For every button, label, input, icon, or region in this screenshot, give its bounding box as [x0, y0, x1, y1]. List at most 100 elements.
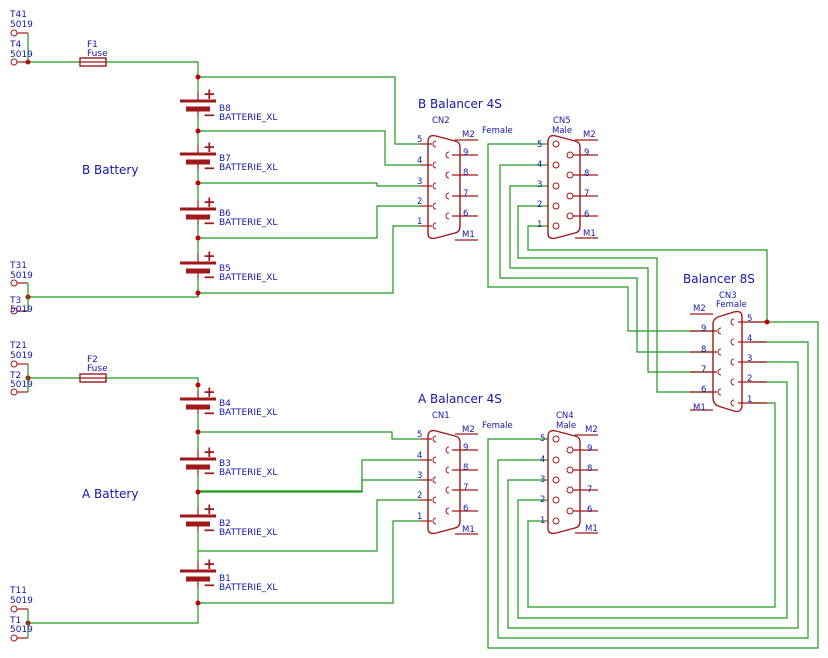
terminal-t31-value: 5019	[10, 271, 33, 281]
pin-label: M1	[462, 230, 475, 240]
battery-b7: + − B7 BATTERIE_XL	[180, 138, 277, 177]
battery-b1-value: BATTERIE_XL	[219, 583, 277, 593]
pin-label: M1	[585, 524, 598, 534]
pin-label: 7	[584, 189, 589, 199]
pin-label: M2	[693, 304, 706, 314]
connector-cn2: 5 4 3 2 1 9 8 7 6 M2 M1 CN2 Female	[417, 116, 513, 241]
pin-label: 7	[701, 365, 706, 375]
junction-dot	[195, 489, 201, 495]
battery-b3: + − B3 BATTERIE_XL	[180, 443, 277, 482]
pin-label: 5	[417, 430, 422, 440]
terminal-t11-ref: T11	[9, 586, 27, 596]
connector-cn4-value: Male	[556, 421, 576, 431]
pin-label: 8	[587, 464, 592, 474]
pin-label: 2	[747, 374, 752, 384]
connector-cn3-value: Female	[716, 300, 747, 310]
terminal-t4-value: 5019	[10, 50, 33, 60]
b-balancer-title: B Balancer 4S	[418, 97, 502, 111]
pin-label: 8	[584, 169, 589, 179]
pin-label: 8	[463, 463, 468, 473]
connector-cn5-ref: CN5	[553, 116, 571, 126]
pin-label: 1	[417, 217, 422, 227]
battery-b2-ref: B2	[219, 519, 231, 529]
terminal-t21-value: 5019	[10, 351, 33, 361]
terminal-t41-pad	[10, 29, 18, 37]
terminal-t21-pad	[10, 360, 18, 368]
pin-label: M1	[462, 525, 475, 535]
pin-label: M2	[583, 130, 596, 140]
battery-plus-sign: +	[203, 247, 216, 265]
battery-b2: + − B2 BATTERIE_XL	[180, 500, 277, 539]
fuse-f1: F1 Fuse	[79, 40, 108, 67]
fuse-f1-value: Fuse	[87, 49, 108, 59]
pin-label: 5	[540, 434, 545, 444]
battery-minus-sign: −	[203, 576, 216, 594]
pin-label: 9	[584, 148, 589, 158]
pin-label: 6	[701, 385, 706, 395]
junction-dot	[195, 74, 201, 80]
battery-b4: + − B4 BATTERIE_XL	[180, 383, 277, 422]
battery-b5-value: BATTERIE_XL	[219, 273, 277, 283]
pin-label: 1	[540, 516, 545, 526]
pin-label: 6	[463, 504, 468, 514]
pin-label: 5	[537, 140, 542, 150]
terminal-t1-pad	[10, 634, 18, 642]
connector-cn3: 9 8 7 6 5 4 3 2 1 M2 M1 CN3 Female	[690, 291, 767, 413]
battery-b8-ref: B8	[219, 104, 231, 114]
pin-label: 2	[540, 495, 545, 505]
fuse-f2-value: Fuse	[87, 364, 108, 374]
battery-plus-sign: +	[203, 138, 216, 156]
battery-plus-sign: +	[203, 193, 216, 211]
battery-b3-value: BATTERIE_XL	[219, 468, 277, 478]
junction-dot	[195, 290, 201, 296]
terminals: T41 5019 T4 5019 T31 5019 T3 5019 T21 50…	[9, 10, 33, 642]
battery-b8-value: BATTERIE_XL	[219, 113, 277, 123]
wires	[28, 61, 819, 649]
fuse-f2-ref: F2	[87, 355, 98, 365]
connector-cn3-ref: CN3	[719, 291, 737, 301]
terminal-t3-ref: T3	[9, 296, 21, 306]
battery-plus-sign: +	[203, 85, 216, 103]
connector-cn5: 5 4 3 2 1 9 8 7 6 M2 M1 CN5 Male	[537, 116, 598, 240]
battery-b7-ref: B7	[219, 154, 231, 164]
terminal-t31-ref: T31	[9, 261, 27, 271]
junction-dot	[195, 180, 201, 186]
junction-dot	[195, 429, 201, 435]
pin-label: M1	[693, 403, 706, 413]
battery-b6-value: BATTERIE_XL	[219, 218, 277, 228]
pin-label: 7	[463, 483, 468, 493]
a-balancer-title: A Balancer 4S	[418, 392, 502, 406]
battery-plus-sign: +	[203, 500, 216, 518]
battery-b6-ref: B6	[219, 209, 231, 219]
connector-cn5-value: Male	[552, 126, 572, 136]
terminal-t41-value: 5019	[10, 20, 33, 30]
pin-label: 2	[417, 491, 422, 501]
battery-b5-ref: B5	[219, 264, 231, 274]
connector-cn1-value: Female	[482, 421, 513, 431]
battery-b5: + − B5 BATTERIE_XL	[180, 247, 277, 286]
terminal-t21-ref: T21	[9, 341, 27, 351]
fuse-f1-ref: F1	[87, 40, 98, 50]
pin-label: 9	[463, 148, 468, 158]
battery-plus-sign: +	[203, 555, 216, 573]
pin-label: 7	[587, 485, 592, 495]
junction-dot	[195, 382, 201, 388]
fuse-f2: F2 Fuse	[79, 355, 108, 383]
a-battery-title: A Battery	[82, 487, 138, 501]
b-battery-title: B Battery	[82, 163, 138, 177]
terminal-t2-ref: T2	[9, 371, 21, 381]
balancer-8s-title: Balancer 8S	[683, 272, 755, 286]
pin-label: 6	[584, 210, 589, 220]
terminal-t11-value: 5019	[10, 596, 33, 606]
pin-label: M1	[583, 229, 596, 239]
battery-b3-ref: B3	[219, 459, 231, 469]
pin-label: 2	[417, 197, 422, 207]
terminal-t2-value: 5019	[10, 380, 33, 390]
pin-label: 4	[747, 334, 752, 344]
battery-minus-sign: −	[203, 106, 216, 124]
junction-dot	[195, 128, 201, 134]
terminal-t11-pad	[10, 605, 18, 613]
battery-b4-ref: B4	[219, 399, 231, 409]
pin-label: M2	[585, 425, 598, 435]
pin-label: 1	[537, 220, 542, 230]
